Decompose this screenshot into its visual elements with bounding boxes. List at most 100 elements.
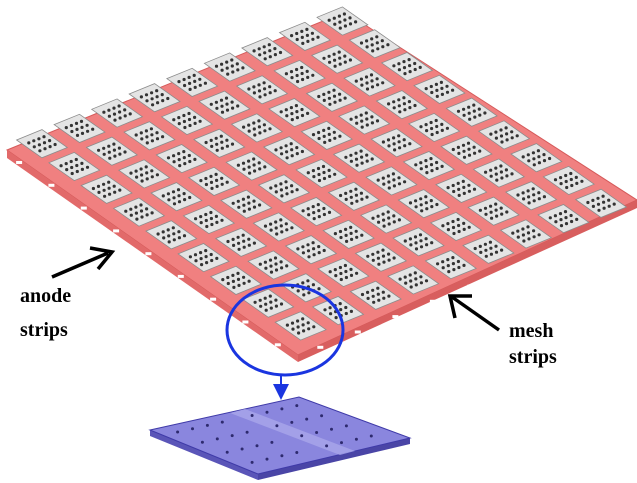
pad-hole: [247, 201, 251, 205]
zoom-holes: [176, 404, 373, 464]
pad-hole: [220, 146, 224, 150]
pad-hole: [80, 161, 84, 165]
pad-hole: [32, 145, 36, 149]
pad-hole: [264, 266, 268, 270]
pad-hole: [322, 206, 326, 211]
pad-hole: [296, 79, 300, 84]
pad-hole: [354, 187, 358, 191]
pad-surface: [472, 158, 526, 188]
pad-hole: [435, 160, 439, 165]
pad-hole: [188, 81, 192, 85]
pad-hole: [85, 123, 89, 127]
pad-hole: [252, 205, 257, 209]
pad-surface: [310, 44, 364, 74]
pad-hole: [150, 139, 154, 143]
pad-hole: [74, 157, 78, 162]
pad-hole: [364, 111, 368, 115]
pad-hole: [70, 171, 74, 176]
pad-hole: [301, 245, 305, 249]
pad-hole: [204, 140, 208, 145]
pad-surface: [15, 129, 69, 159]
pad-hole: [167, 198, 171, 202]
pad-hole: [360, 83, 364, 87]
pad-hole: [226, 281, 230, 286]
pad-hole: [274, 304, 278, 308]
pad-hole: [365, 153, 369, 157]
pad-surface: [370, 128, 423, 158]
pad-hole: [386, 138, 391, 142]
pad-hole: [118, 152, 122, 156]
pad-hole: [376, 178, 380, 182]
pad-hole: [478, 149, 482, 153]
pad-hole: [258, 262, 262, 266]
pad-hole: [134, 211, 138, 215]
pad-hole: [376, 214, 380, 218]
pad-hole: [172, 202, 177, 206]
pad: [429, 211, 483, 242]
pad-hole: [343, 24, 347, 28]
pad-hole: [333, 232, 337, 236]
pad-hole: [224, 96, 229, 100]
pad-hole: [382, 182, 386, 186]
pad-hole: [150, 175, 154, 179]
zoom-hole: [250, 460, 254, 464]
pad-hole: [531, 151, 536, 155]
pad-hole: [381, 176, 385, 180]
pad-hole: [183, 198, 187, 202]
pad-hole: [440, 86, 444, 90]
pad-hole: [322, 92, 326, 96]
pad-hole: [274, 298, 278, 302]
pad: [160, 105, 214, 136]
pad-hole: [145, 213, 149, 217]
pad-hole: [59, 164, 63, 168]
zoom-hole: [220, 420, 224, 424]
pad-hole: [297, 331, 301, 335]
pad-array: [15, 6, 628, 341]
pad-hole: [467, 111, 471, 115]
pad: [424, 250, 478, 280]
pad-hole: [371, 258, 375, 262]
pad-hole: [80, 131, 85, 135]
strip-connector: [542, 253, 549, 257]
zoom-hole: [280, 454, 284, 458]
pad-hole: [140, 173, 144, 177]
zoom-hole: [245, 430, 249, 434]
zoom-hole: [225, 450, 229, 454]
pad-hole: [332, 52, 336, 56]
pad-hole: [376, 83, 380, 87]
pad-hole: [359, 41, 364, 45]
pad-hole: [418, 233, 423, 237]
pad-hole: [262, 81, 266, 85]
pad-hole: [75, 133, 80, 137]
pad: [220, 189, 273, 219]
pad-hole: [419, 197, 423, 201]
pad-surface: [365, 166, 418, 196]
pad-hole: [532, 235, 536, 239]
pad-hole: [355, 199, 359, 203]
pad-hole: [225, 60, 229, 64]
pad-hole: [75, 163, 79, 168]
pad-surface: [574, 188, 628, 218]
pad-hole: [214, 136, 218, 140]
zoom-hole: [280, 407, 284, 411]
pad-hole: [193, 121, 197, 125]
pad-hole: [311, 73, 315, 77]
pad-hole: [268, 49, 272, 53]
pad: [145, 220, 198, 250]
pad-hole: [172, 238, 176, 242]
pad-hole: [392, 100, 396, 104]
pad-hole: [166, 156, 171, 160]
pad-hole: [236, 235, 240, 239]
pad-surface: [327, 181, 381, 211]
pad-surface: [477, 120, 531, 150]
pad-hole: [408, 237, 412, 241]
pad-hole: [536, 149, 541, 153]
pad-hole: [505, 210, 509, 214]
pad-hole: [236, 277, 241, 281]
pad-hole: [284, 222, 288, 226]
pad-hole: [182, 113, 186, 118]
pad-hole: [408, 142, 412, 146]
pad: [15, 129, 69, 159]
pad-hole: [413, 271, 417, 275]
pad-hole: [241, 66, 245, 70]
